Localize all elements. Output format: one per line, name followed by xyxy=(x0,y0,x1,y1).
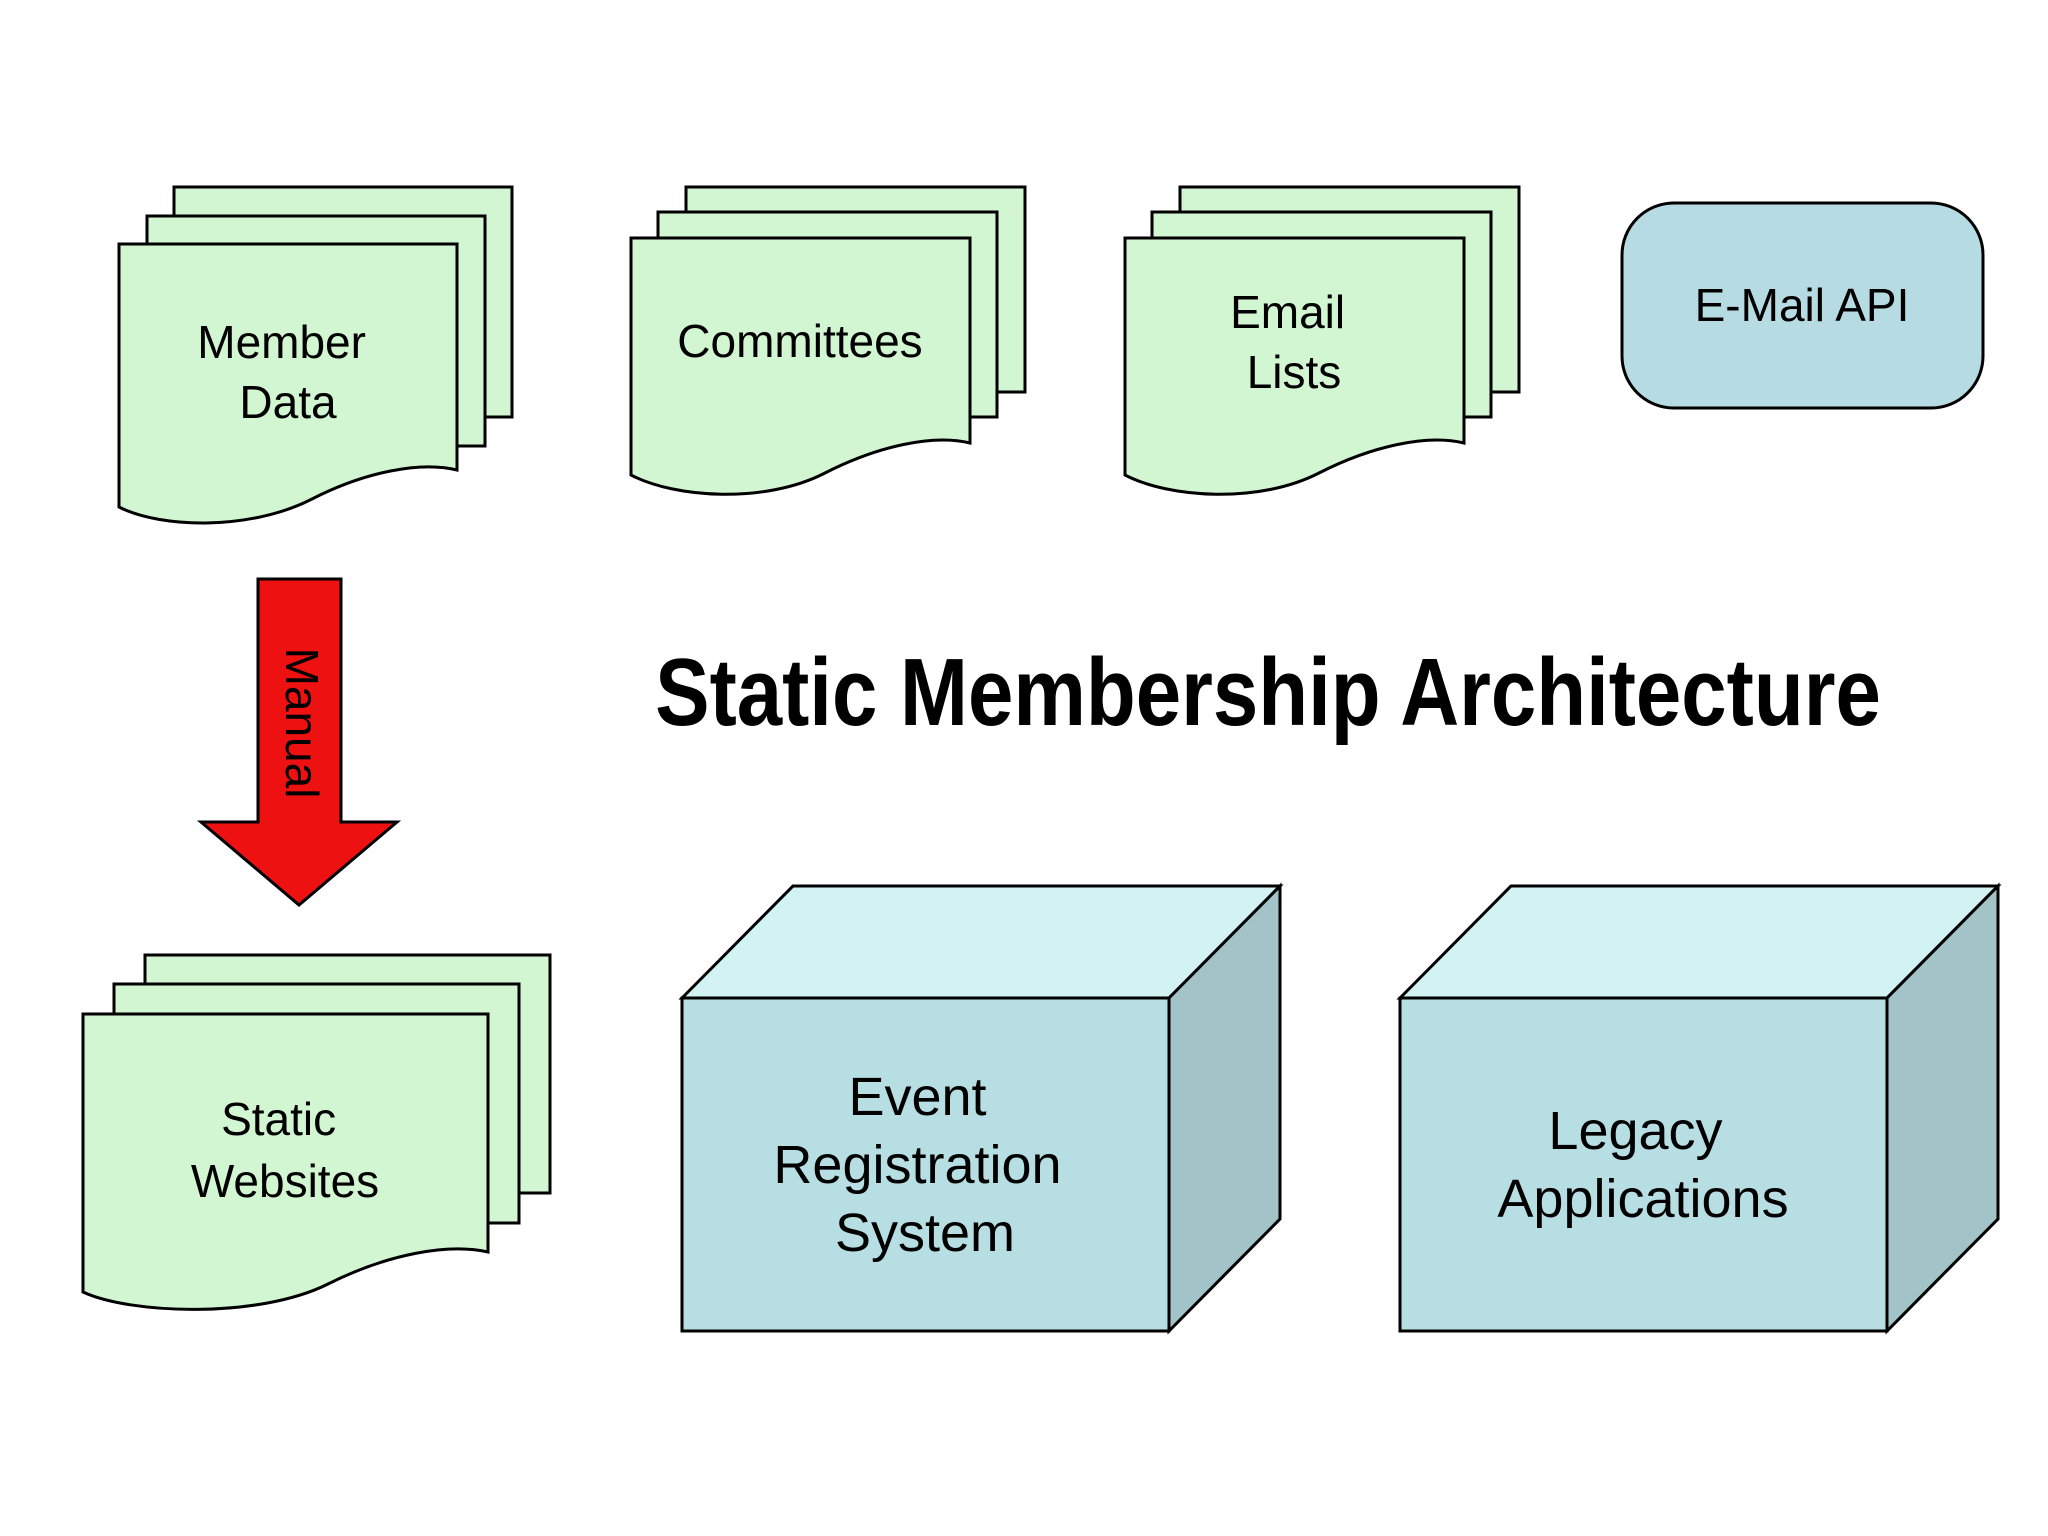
event-registration-cube: Event Registration System xyxy=(678,882,1284,1335)
email-api-label: E-Mail API xyxy=(1695,279,1910,331)
manual-label: Manual xyxy=(276,648,328,799)
committees-stack: Committees xyxy=(629,185,1027,496)
rounded-rect-shape xyxy=(1620,201,1985,410)
committees-label: Committees xyxy=(677,315,922,367)
legacy-applications-label: Legacy Applications xyxy=(1497,1101,1788,1229)
event-registration-label: Event Registration System xyxy=(773,1067,1076,1263)
static-websites-stack: Static Websites xyxy=(81,953,552,1311)
email-api-node: E-Mail API xyxy=(1620,201,1985,410)
member-data-label: Member Data xyxy=(197,316,379,428)
legacy-applications-cube: Legacy Applications xyxy=(1396,882,2002,1335)
manual-flow-arrow: Manual xyxy=(196,577,402,907)
email-lists-stack: Email Lists xyxy=(1123,185,1521,496)
member-data-stack: Member Data xyxy=(117,185,514,525)
document-front-sheet xyxy=(629,236,972,496)
document-front-sheet xyxy=(81,1012,490,1311)
diagram-title: Static Membership Architecture xyxy=(655,638,1881,746)
down-arrow-icon xyxy=(196,577,402,907)
document-front-sheet xyxy=(1123,236,1466,496)
cube-front-face xyxy=(1398,996,1889,1333)
cube-front-face xyxy=(680,996,1171,1333)
email-lists-label: Email Lists xyxy=(1230,286,1358,398)
document-front-sheet xyxy=(117,242,459,525)
static-websites-label: Static Websites xyxy=(191,1093,379,1207)
